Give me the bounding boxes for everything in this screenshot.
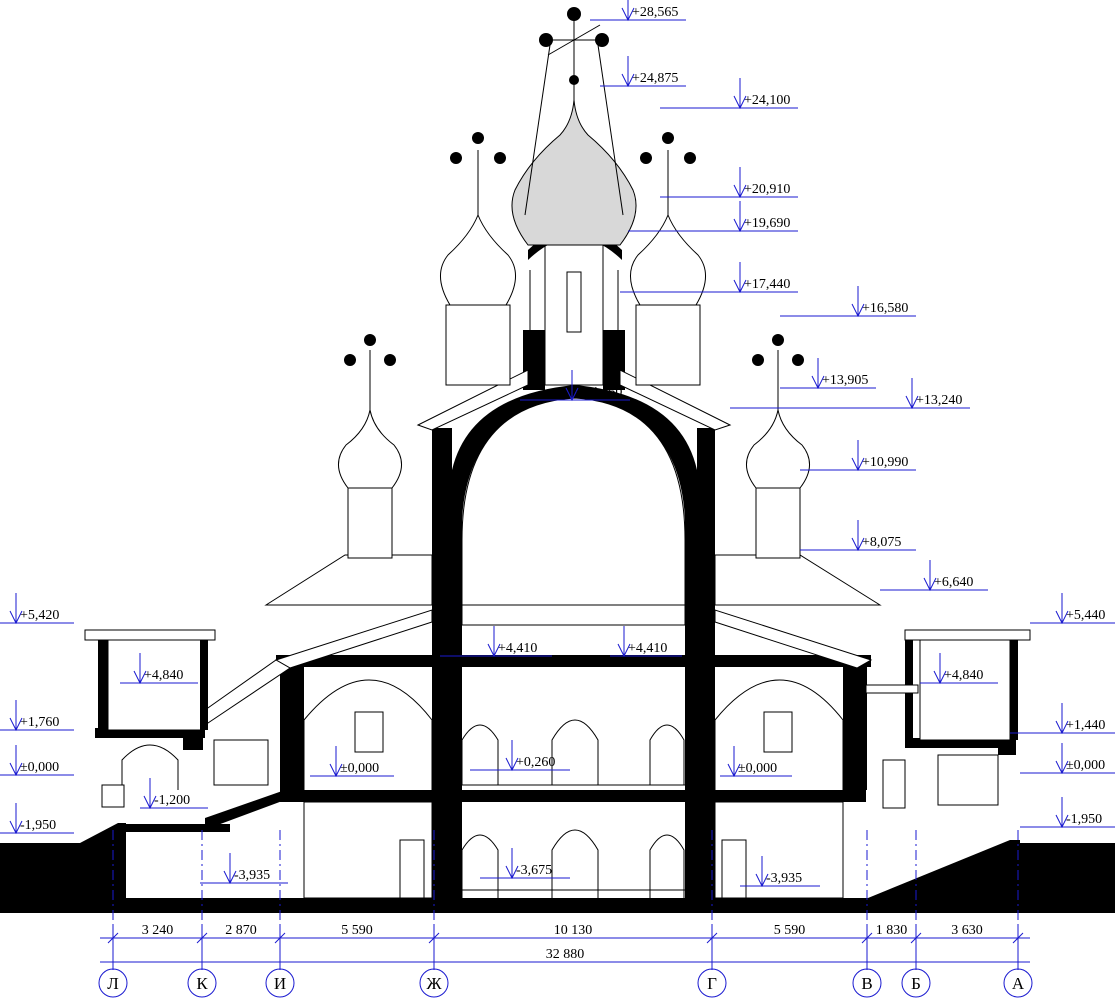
elevation-mark-8: +13,240	[916, 393, 962, 408]
axis-marker-0	[98, 968, 128, 998]
dimension-label-4: 5 590	[774, 923, 806, 938]
axis-marker-6	[901, 968, 931, 998]
ground	[0, 823, 1115, 913]
elevation-mark-1: +24,875	[632, 71, 678, 86]
elevation-mark-inner-4: +4,410	[628, 641, 667, 656]
elevation-mark-12: +5,440	[1066, 608, 1105, 623]
axis-label-0: Л	[107, 974, 119, 993]
elevation-mark-inner-1: +4,840	[144, 668, 183, 683]
axis-label-3: Ж	[426, 974, 442, 993]
elevation-mark-4: +19,690	[744, 216, 790, 231]
elevation-mark-inner-3: +4,410	[498, 641, 537, 656]
axis-label-7: А	[1012, 974, 1025, 993]
elevation-mark-inner-10: -3,675	[516, 863, 552, 878]
elevation-mark-inner-7: ±0,000	[738, 761, 777, 776]
dimension-labels: 3 240 2 870 5 590 10 130 5 590 1 830 3 630 32 8…	[107, 923, 1024, 970]
elevation-mark-left-0: +5,420	[20, 608, 59, 623]
dimension-label-1: 2 870	[225, 923, 257, 938]
central-dome-section	[432, 7, 715, 898]
dimension-label-6: 3 630	[951, 923, 983, 938]
elevation-mark-6: +16,580	[862, 301, 908, 316]
elevation-marks-right: +28,565 +24,875 +24,100 +20,910 +19,690 +17,4…	[590, 0, 1115, 829]
elevation-mark-left-1: +1,760	[20, 715, 59, 730]
side-interiors	[101, 679, 999, 809]
elevation-mark-inner-5: +0,260	[516, 755, 555, 770]
main-walls	[95, 620, 1016, 900]
elevation-mark-inner-6: ±0,000	[340, 761, 379, 776]
elevation-mark-left-3: -1,950	[20, 818, 56, 833]
elevation-marks-left: +5,420 +1,760 ±0,000 -1,950	[0, 593, 74, 835]
elevation-mark-9: +10,990	[862, 455, 908, 470]
elevation-mark-3: +20,910	[744, 182, 790, 197]
elevation-mark-inner-11: -3,935	[766, 871, 802, 886]
dimension-chain	[100, 937, 1030, 963]
axis-marker-2	[265, 968, 295, 998]
elevation-mark-14: ±0,000	[1066, 758, 1105, 773]
elevation-mark-inner-0: +14,460	[576, 385, 622, 400]
dimension-label-2: 5 590	[341, 923, 373, 938]
elevation-mark-0: +28,565	[632, 5, 678, 20]
dimension-label-5: 1 830	[876, 923, 908, 938]
axis-marker-7	[1003, 968, 1033, 998]
axis-marker-5	[852, 968, 882, 998]
axis-marker-4	[697, 968, 727, 998]
axis-label-4: Г	[707, 974, 717, 993]
axis-label-2: И	[274, 974, 286, 993]
elevation-mark-7: +13,905	[822, 373, 868, 388]
elevation-mark-13: +1,440	[1066, 718, 1105, 733]
elevation-mark-inner-2: +4,840	[944, 668, 983, 683]
elevation-mark-2: +24,100	[744, 93, 790, 108]
overall-dimension-label: 32 880	[546, 947, 585, 962]
dimension-label-3: 10 130	[554, 923, 593, 938]
axis-label-5: В	[861, 974, 872, 993]
elevation-mark-inner-9: -3,935	[234, 868, 270, 883]
elevation-mark-inner-8: -1,200	[154, 793, 190, 808]
elevation-mark-11: +6,640	[934, 575, 973, 590]
axis-label-6: Б	[911, 974, 921, 993]
axis-marker-3	[419, 968, 449, 998]
axis-marker-1	[187, 968, 217, 998]
elevation-mark-left-2: ±0,000	[20, 760, 59, 775]
dimension-label-0: 3 240	[142, 923, 174, 938]
elevation-marks-inner: +14,460 +4,840 +4,840 +4,410 +4,410 +0,260 ±0,…	[120, 370, 998, 888]
elevation-mark-15: -1,950	[1066, 812, 1102, 827]
elevation-mark-5: +17,440	[744, 277, 790, 292]
axis-label-1: К	[196, 974, 208, 993]
elevation-mark-10: +8,075	[862, 535, 901, 550]
roofs	[84, 369, 1031, 741]
side-domes	[338, 132, 810, 559]
